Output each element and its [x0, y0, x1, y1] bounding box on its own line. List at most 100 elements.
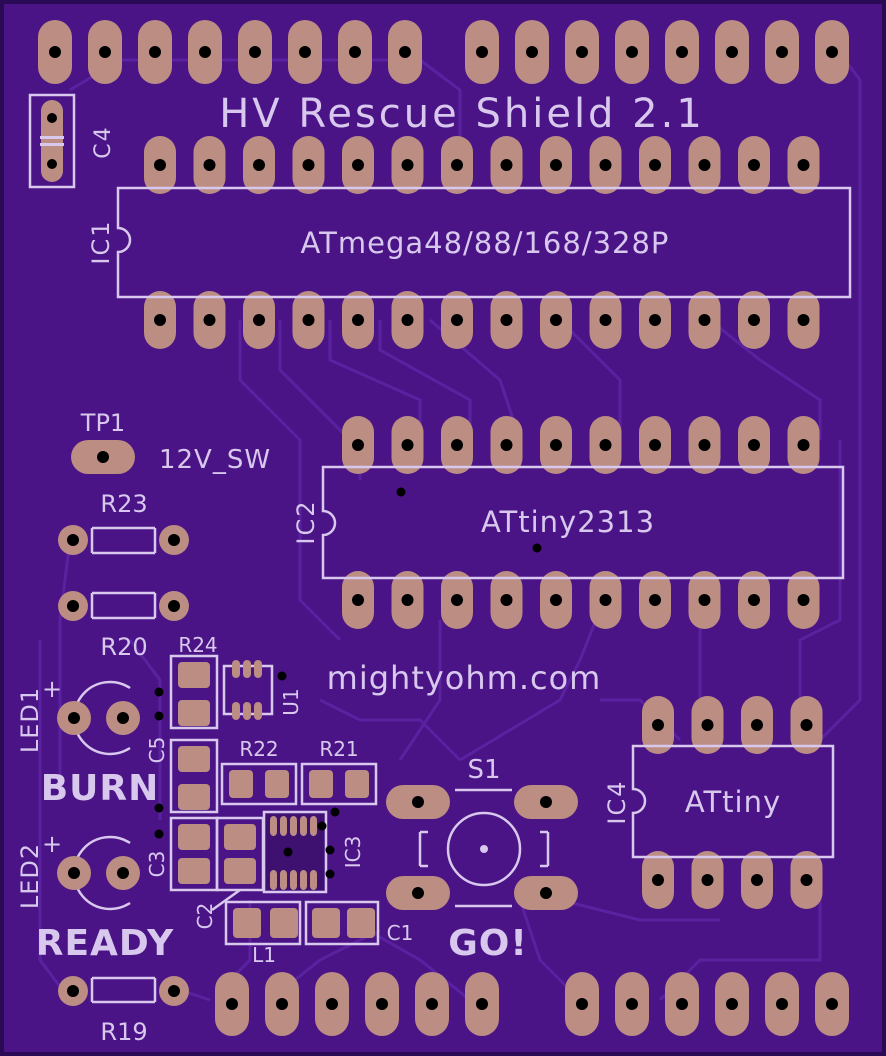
u1-pin-pad [243, 660, 251, 678]
via [396, 487, 406, 497]
r19-pad-hole [168, 985, 180, 997]
header-top-pad-hole [149, 46, 161, 58]
ic2-pin-pad-hole [451, 439, 463, 451]
c3-pad [178, 858, 210, 884]
header-bottom-pad-hole [326, 998, 338, 1010]
r21-pad [345, 770, 369, 798]
header-bottom-pad-hole [776, 998, 788, 1010]
header-top-pad-hole [726, 46, 738, 58]
ic3-pin-pad [280, 816, 287, 836]
r23-ref: R23 [100, 490, 147, 518]
ic1-pin-pad-hole [500, 159, 513, 171]
tp1-net: 12V_SW [159, 445, 271, 475]
ic2-pin-pad-hole [599, 439, 612, 451]
led1-ref: LED1 [16, 687, 44, 753]
ic2-pin-pad-hole [748, 439, 760, 451]
c5-pad [178, 746, 210, 772]
ready-label: READY [36, 923, 175, 964]
u1-ref: U1 [279, 688, 303, 715]
ic4-ref: IC4 [603, 779, 631, 824]
r20-pad-hole [168, 600, 180, 612]
c4-plate [40, 136, 64, 139]
header-bottom-pad-hole [376, 998, 388, 1010]
c1-ref: C1 [387, 921, 414, 945]
via [283, 847, 293, 857]
through-hole-pads [40, 100, 578, 1006]
ic3-pin-pad [310, 870, 317, 890]
header-top-pad-hole [776, 46, 788, 58]
ic1-pin-pad-hole [253, 159, 265, 171]
header-top-pad-hole [349, 46, 361, 58]
ic1-pin-pad-hole [698, 314, 711, 326]
ic1-value: ATmega48/88/168/328P [301, 226, 670, 260]
ic1-pin-pad-hole [203, 314, 216, 326]
ic2-pin-pad-hole [649, 439, 661, 451]
via [325, 869, 335, 879]
ic3-pin-pad [270, 816, 277, 836]
ic1-pin-pad-hole [352, 314, 364, 326]
via [330, 807, 340, 817]
via [154, 687, 164, 697]
ic1-pin-pad-hole [352, 159, 364, 171]
s1-pad-hole [412, 796, 424, 808]
ic2-pin-pad-hole [599, 594, 612, 606]
led1-plus: + [42, 675, 62, 703]
c1-pad [312, 908, 340, 938]
ic1-pin-pad-hole [302, 314, 315, 326]
ic4-pin-pad-hole [751, 874, 763, 886]
header-top-pad-hole [676, 46, 688, 58]
r22-ref: R22 [239, 737, 278, 761]
c3-pad [178, 824, 210, 850]
ic1-pin-pad-hole [599, 159, 612, 171]
via [532, 543, 542, 553]
ic1-pin-pad-hole [203, 159, 216, 171]
c1-pad [347, 908, 375, 938]
header-bottom-pad-hole [426, 998, 438, 1010]
ic1-pin-pad-hole [550, 314, 562, 326]
header-top-pad-hole [49, 46, 61, 58]
r20-pad-hole [67, 600, 79, 612]
ic3-pin-pad [300, 816, 307, 836]
c4-plate [40, 143, 64, 146]
r24-pad [178, 662, 210, 688]
header-top-pad-hole [526, 46, 538, 58]
l1-pad [233, 908, 261, 938]
c3-ref: C3 [145, 851, 169, 878]
ic4-pin-pad-hole [652, 719, 664, 731]
via [154, 829, 164, 839]
led2-pad-hole [68, 867, 80, 879]
via [154, 711, 164, 721]
u1-pin-pad [254, 702, 262, 720]
ic1-pin-pad-hole [797, 314, 810, 326]
ic4-pin-pad-hole [701, 719, 714, 731]
header-bottom-pad-hole [726, 998, 738, 1010]
via [154, 803, 164, 813]
r24-pad [178, 700, 210, 726]
u1-pin-pad [232, 660, 240, 678]
led1-pad-hole [117, 712, 129, 724]
led2-pad-hole [117, 867, 129, 879]
ic2-pin-pad-hole [451, 594, 463, 606]
ic1-pin-pad-hole [451, 159, 463, 171]
ic1-pin-pad-hole [797, 159, 810, 171]
l1-ref: L1 [252, 943, 276, 967]
ic1-pin-pad-hole [748, 159, 760, 171]
ic1-pin-pad-hole [302, 159, 315, 171]
ic2-pin-pad-hole [500, 439, 513, 451]
r19-ref: R19 [100, 1018, 147, 1046]
header-bottom-pad-hole [226, 998, 238, 1010]
board-title: HV Rescue Shield 2.1 [219, 91, 705, 137]
ic2-pin-pad-hole [401, 439, 414, 451]
via [277, 671, 287, 681]
c4-pad-hole [47, 159, 57, 169]
r23-pad-hole [168, 534, 180, 546]
ic3-pin-pad [270, 870, 277, 890]
s1-pad-hole [412, 887, 424, 899]
via [317, 821, 327, 831]
ic1-ref: IC1 [87, 219, 115, 264]
ic2-pin-pad-hole [352, 594, 364, 606]
ic2-pin-pad-hole [797, 439, 810, 451]
u1-pin-pad [254, 660, 262, 678]
r19-pad-hole [67, 985, 79, 997]
